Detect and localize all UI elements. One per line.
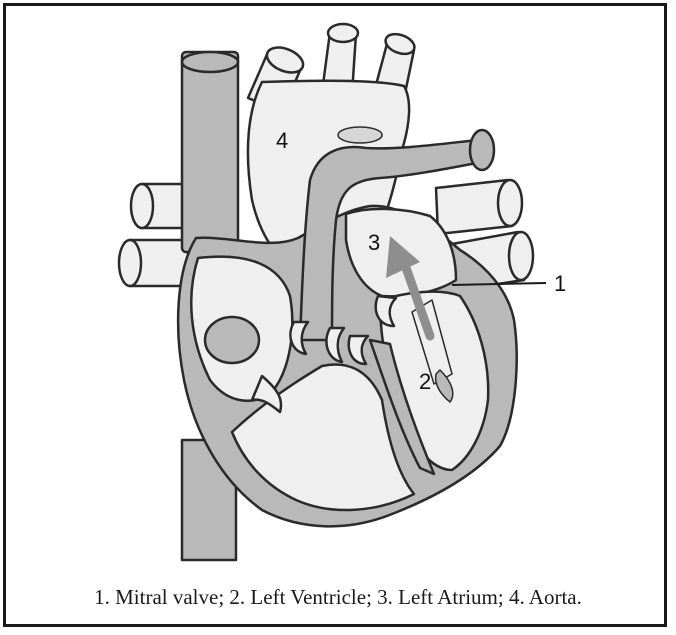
- superior-vena-cava: [182, 52, 238, 252]
- left-carotid-opening: [328, 24, 358, 42]
- pulmonary-trunk-opening: [470, 130, 494, 170]
- right-pulmonary-vein-upper-opening: [131, 184, 153, 228]
- label-left-atrium: 3: [368, 230, 380, 255]
- right-pulmonary-vein-lower-opening: [119, 240, 141, 286]
- figure-caption: 1. Mitral valve; 2. Left Ventricle; 3. L…: [0, 585, 676, 610]
- left-pulmonary-vein-upper-opening: [498, 180, 522, 226]
- label-aorta: 4: [276, 128, 288, 153]
- label-left-ventricle: 2: [419, 369, 431, 394]
- left-pulmonary-vein-lower-opening: [509, 232, 533, 280]
- superior-vena-cava-opening: [182, 52, 238, 72]
- aortic-root-shadow: [338, 127, 382, 143]
- label-mitral-valve: 1: [554, 271, 566, 296]
- coronary-sinus-opening: [205, 317, 259, 363]
